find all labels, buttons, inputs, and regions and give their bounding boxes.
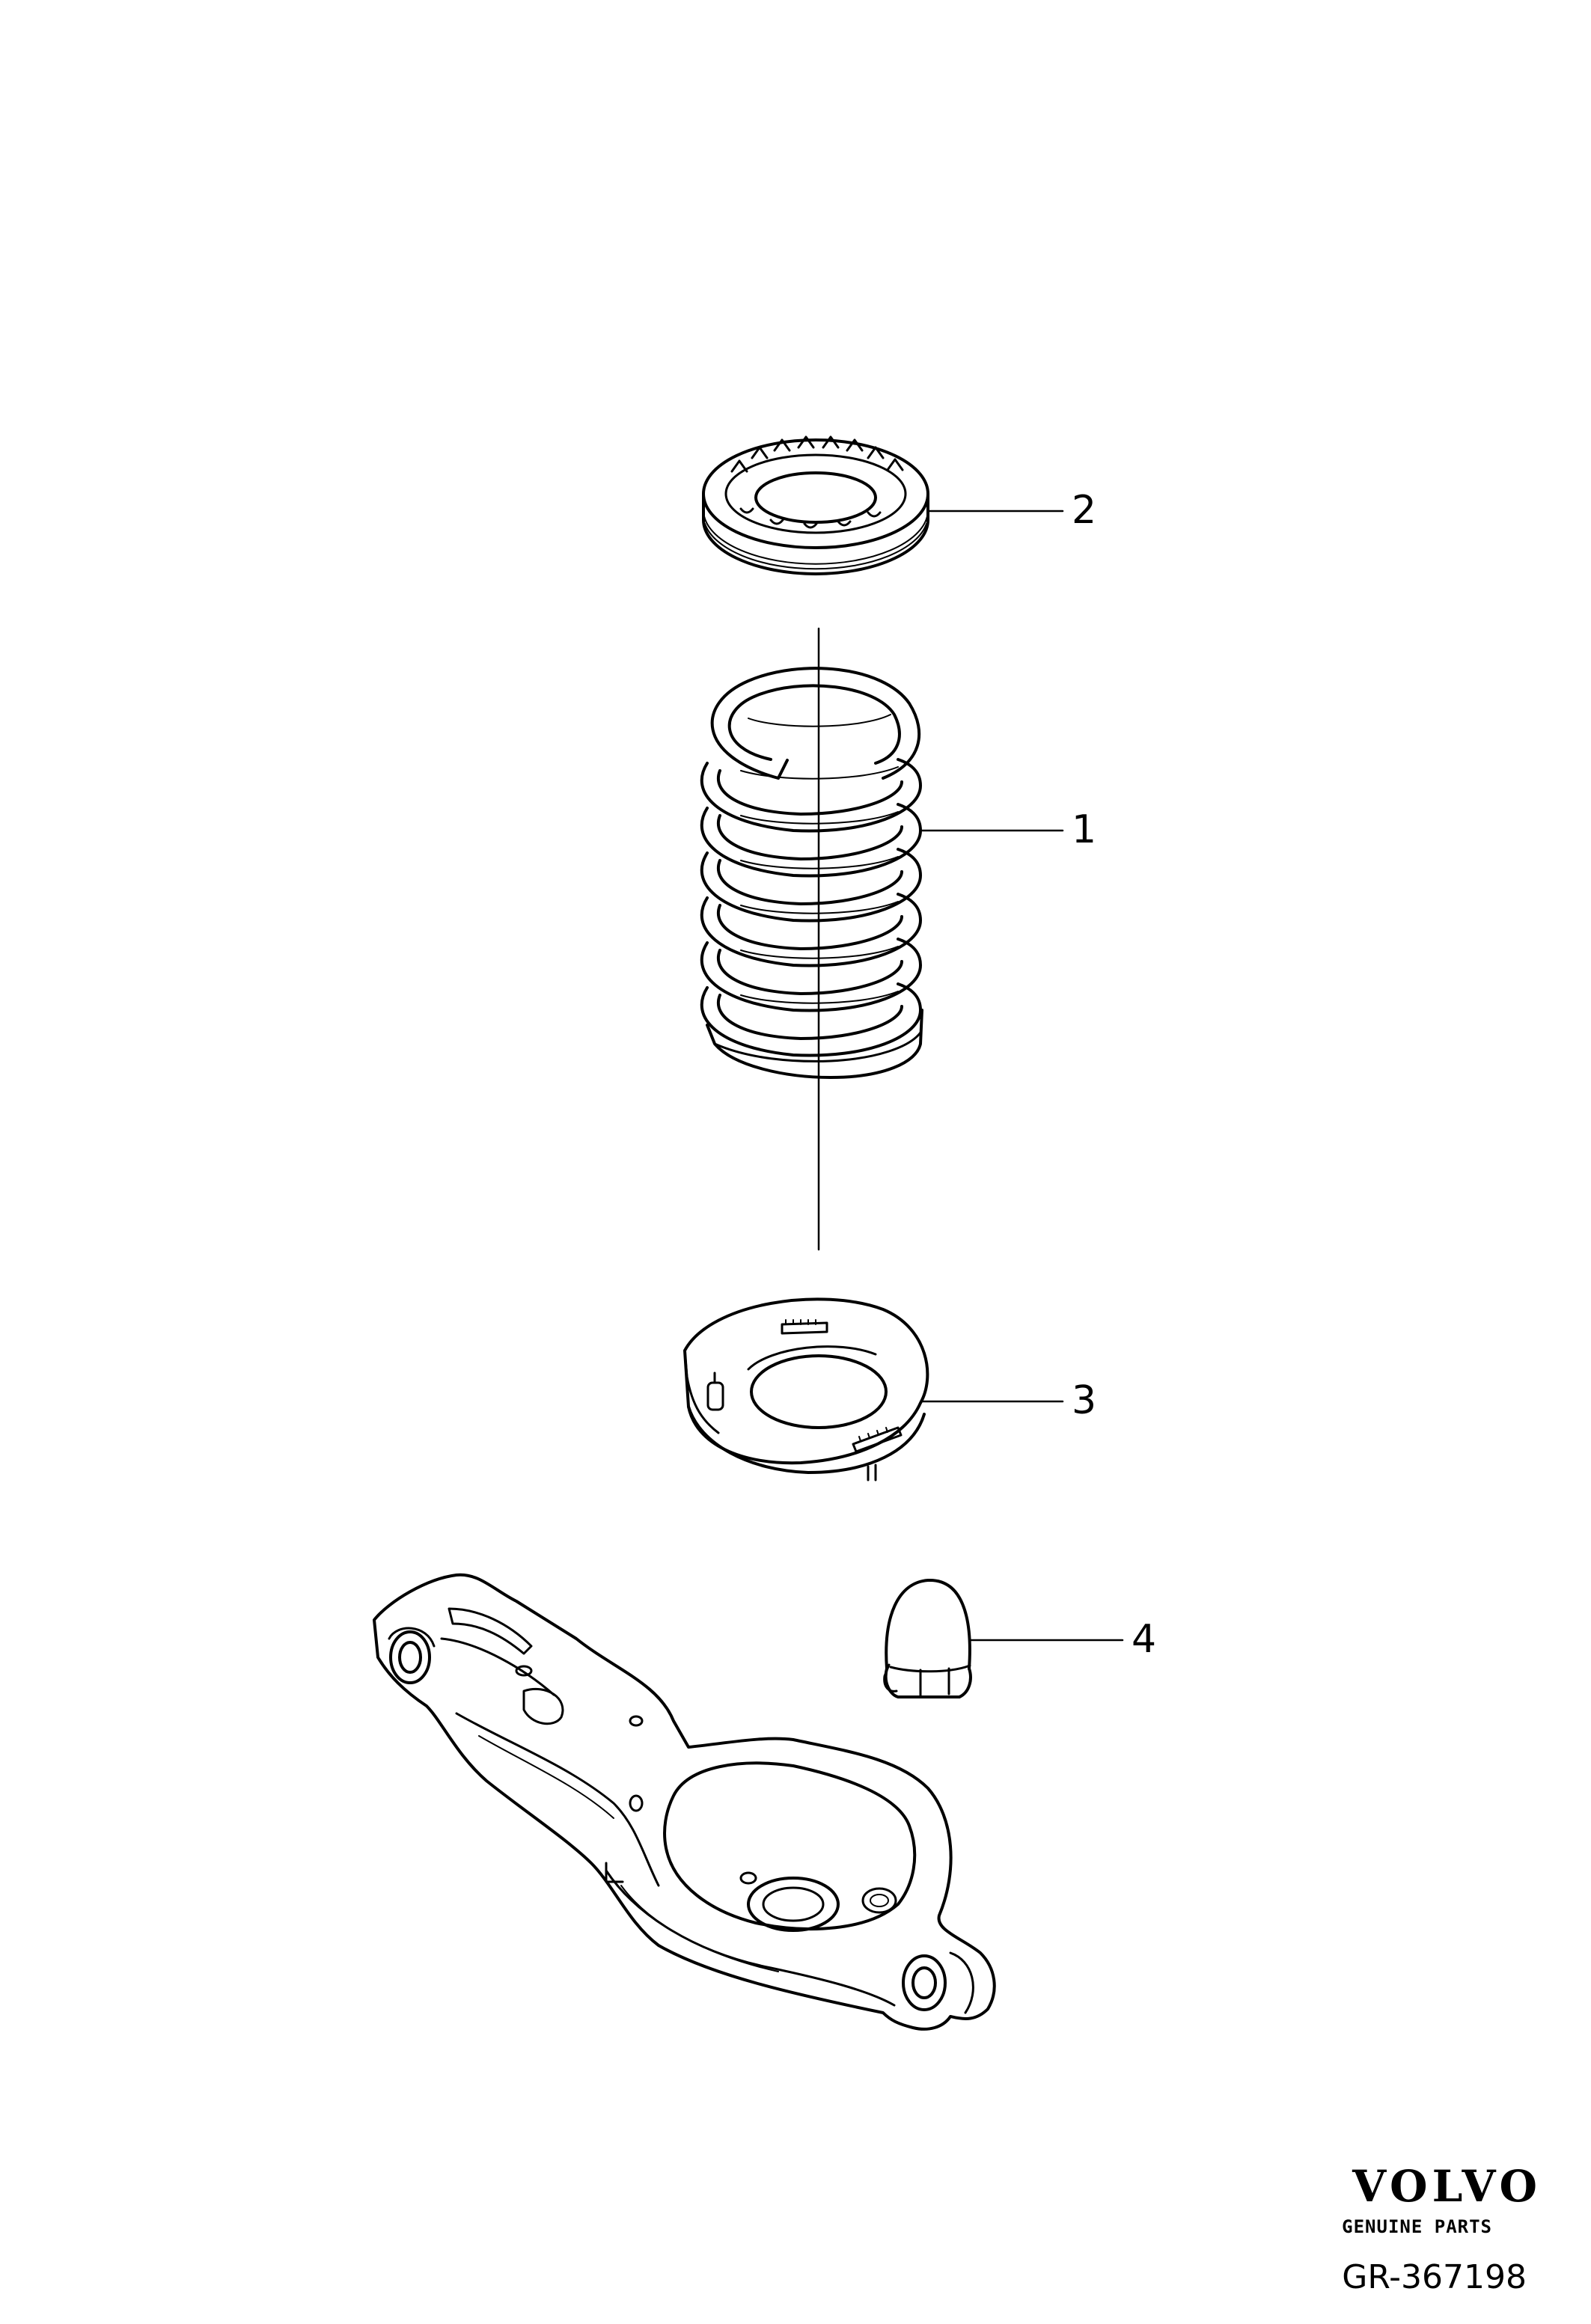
brand-subtitle: GENUINE PARTS <box>1342 2216 1492 2237</box>
callout-4: 4 <box>1132 1617 1157 1662</box>
coil-spring <box>700 627 923 1251</box>
lower-spring-seat <box>683 1297 929 1481</box>
callout-3: 3 <box>1072 1378 1097 1423</box>
brand-logo-text: VOLVO <box>1352 2161 1542 2212</box>
protective-cap <box>883 1578 972 1698</box>
diagram-reference: GR-367198 <box>1342 2258 1527 2296</box>
callout-1: 1 <box>1072 807 1097 852</box>
lower-control-arm <box>373 1573 996 2031</box>
upper-spring-seat <box>702 435 929 575</box>
callout-2: 2 <box>1072 488 1097 533</box>
